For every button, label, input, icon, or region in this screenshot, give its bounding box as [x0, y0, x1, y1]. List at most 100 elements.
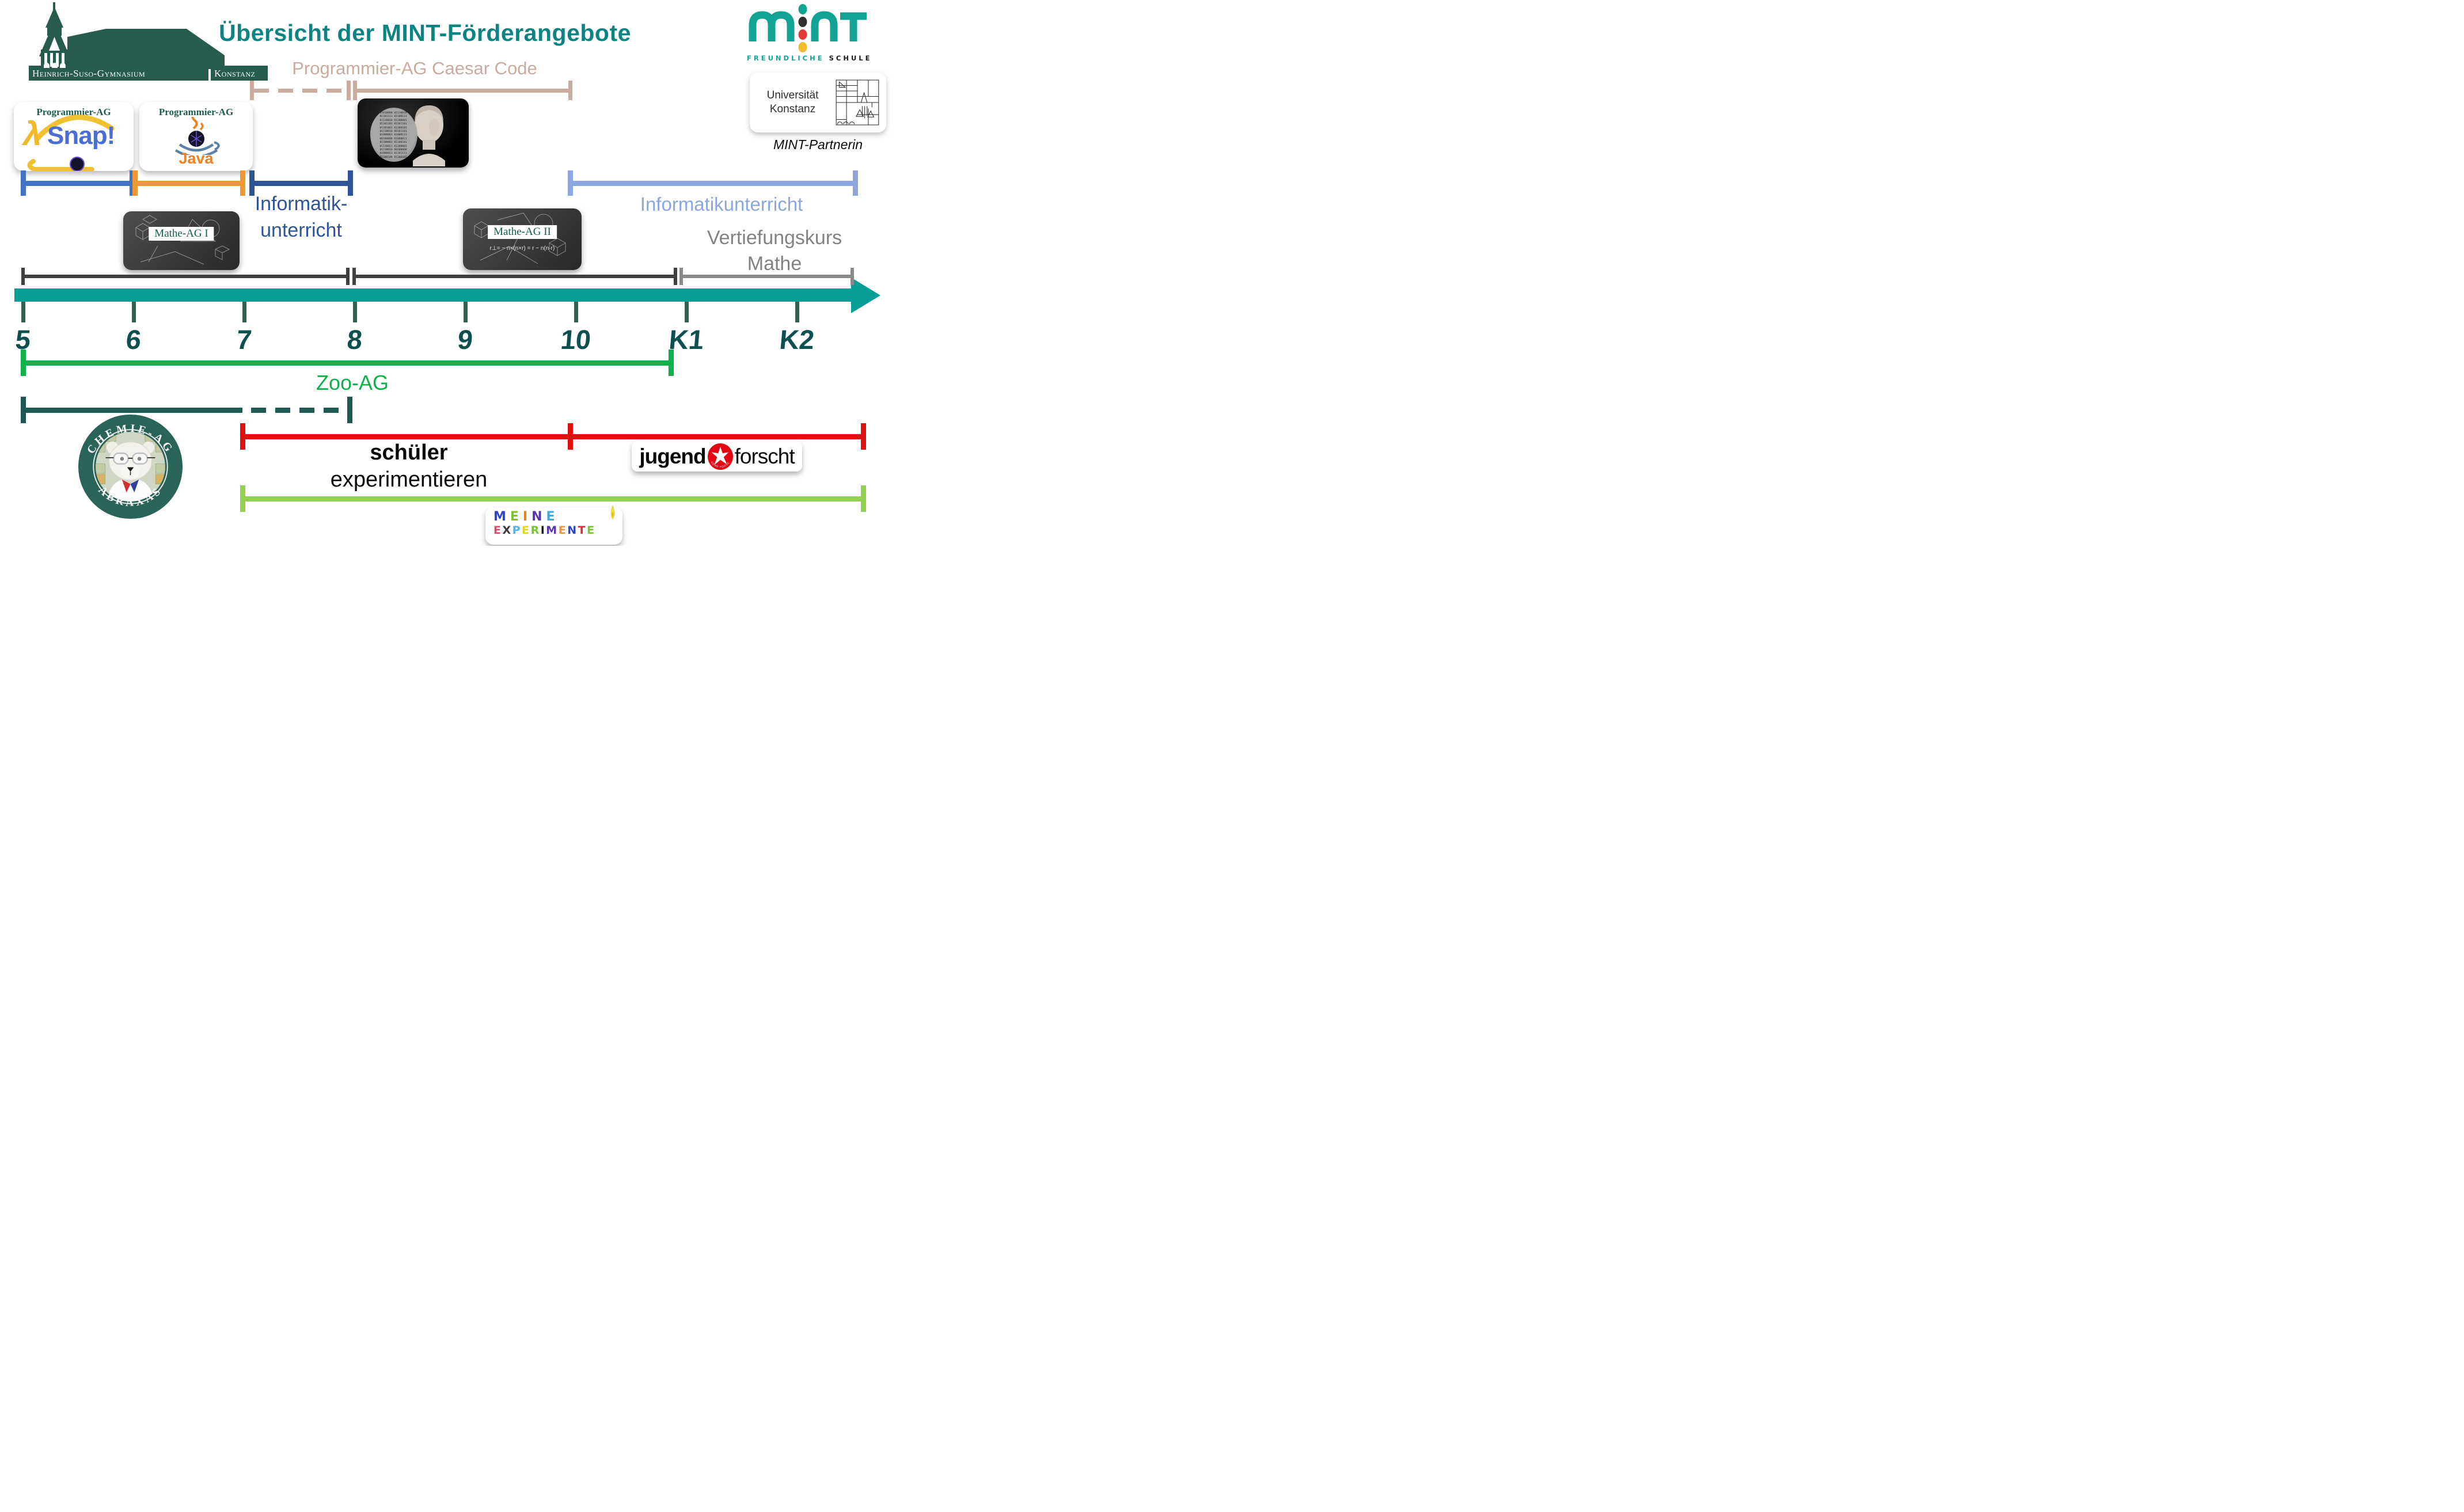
schueler-label-line2: experimentieren: [330, 468, 488, 492]
cap-mathe-ag-span: [673, 268, 677, 285]
uni-konstanz-name: Universität Konstanz: [750, 89, 836, 116]
snap-logo-text: Snap!: [47, 121, 115, 150]
caesar-code-label: Programmier-AG Caesar Code: [292, 58, 537, 78]
cap-caesar-code-span: [568, 81, 572, 100]
candle-flame-icon: [610, 505, 615, 519]
jugend-forscht-star-icon: JUGEND FORSCHT: [707, 443, 733, 470]
school-logo: Heinrich-Suso-Gymnasium Konstanz: [13, 1, 269, 81]
span-caesar-code-span: [356, 88, 571, 93]
cap-zoo-ag-span: [668, 349, 674, 376]
java-card-title: Programmier-AG: [158, 107, 234, 117]
mint-schule-logo: FREUNDLICHE SCHULE: [747, 3, 870, 68]
grade-tick-K1: [684, 302, 689, 322]
chemie-ag-abraxas-logo: CHEMIE-AG ABRAXAS: [77, 413, 184, 520]
cap-schueler-experimentieren-span: [240, 423, 245, 450]
informatik-label-line1: Informatik-: [255, 193, 348, 215]
cap-caesar-code-span: [352, 81, 357, 100]
span-vertiefungskurs-mathe-span: [681, 275, 852, 278]
cap-schueler-experimentieren-span: [567, 423, 573, 450]
grade-label-8: 8: [346, 324, 364, 355]
grade-tick-9: [463, 302, 468, 322]
uni-name-line2: Konstanz: [769, 103, 816, 115]
span-caesar-code-span: [254, 88, 345, 93]
schueler-experimentieren-label: schüler experimentieren: [294, 439, 524, 493]
mathe-ag-2-image: Mathe-AG II r⊥= − n×(n×r) = r − n(n·r): [463, 208, 582, 270]
mathe-ag-1-label: Mathe-AG I: [149, 226, 214, 241]
mint-wordmark-icon: [749, 4, 867, 52]
page-title: Übersicht der MINT-Förderangebote: [219, 20, 631, 46]
cap-snap-span: [20, 170, 26, 196]
grade-tick-K2: [795, 302, 799, 322]
grade-label-6: 6: [124, 324, 143, 355]
snap-card-title: Programmier-AG: [36, 107, 111, 117]
span-schueler-experimentieren-span: [242, 434, 864, 439]
zoo-ag-label: Zoo-AG: [316, 371, 389, 394]
mint-partnerin-label: MINT-Partnerin: [773, 137, 863, 152]
cap-informatikunterricht-oberstufe-span: [567, 170, 573, 196]
grade-label-10: 10: [559, 324, 593, 355]
mathe-ag-2-label: Mathe-AG II: [488, 225, 557, 239]
mathe-ag-1-image: Mathe-AG I: [123, 211, 240, 270]
span-informatikunterricht-oberstufe-span: [570, 180, 856, 186]
mathe-ag-2-formula: r⊥= − n×(n×r) = r − n(n·r): [489, 245, 555, 252]
cap-java-span: [240, 170, 245, 196]
grade-tick-10: [574, 302, 578, 322]
cap-vertiefungskurs-mathe-span: [679, 268, 684, 285]
cap-zoo-ag-span: [20, 349, 26, 376]
vertiefung-label-line1: Vertiefungskurs: [707, 227, 842, 249]
span-chemie-ag-span: [23, 407, 243, 413]
span-zoo-ag-span: [23, 360, 671, 366]
grade-label-K2: K2: [778, 324, 816, 355]
meine-experimente-line1: MEINE: [493, 510, 559, 524]
span-java-span: [135, 180, 243, 186]
school-city: Konstanz: [214, 68, 255, 79]
snap-swoosh-icon: [27, 115, 115, 171]
mint-overview-poster: Heinrich-Suso-Gymnasium Konstanz Übersic…: [0, 0, 890, 546]
span-mathe-ag-span: [355, 275, 675, 278]
timeline-axis: [14, 288, 852, 302]
school-name: Heinrich-Suso-Gymnasium: [32, 68, 145, 79]
cap-mathe-ag-span: [21, 268, 25, 285]
jugend-forscht-logo: jugend JUGEND FORSCHT forscht: [632, 441, 802, 472]
cap-chemie-ag-span: [347, 397, 352, 423]
chalkboard-doodles-icon: [135, 215, 230, 265]
jugend-forscht-text2: forscht: [734, 444, 795, 468]
cap-caesar-code-span: [249, 81, 254, 100]
cap-informatikunterricht-mittelstufe-span: [249, 170, 255, 196]
vertiefungskurs-mathe-label: Vertiefungskurs Mathe: [694, 225, 855, 277]
meine-experimente-line2: EXPERIMENTE: [493, 524, 596, 537]
mint-caption-part1: FREUNDLICHE: [747, 54, 825, 62]
cap-snap-span: [129, 170, 135, 196]
cap-meine-experimente-span: [240, 485, 245, 512]
cap-caesar-code-span: [346, 81, 351, 100]
schueler-label-line1: schüler: [370, 440, 448, 465]
span-informatikunterricht-mittelstufe-span: [252, 180, 351, 186]
cap-mathe-ag-span: [346, 268, 350, 285]
uni-konstanz-logo: Universität Konstanz: [750, 73, 886, 132]
cap-mathe-ag-span: [352, 268, 356, 285]
grade-label-9: 9: [456, 324, 474, 355]
school-building-icon: Heinrich-Suso-Gymnasium Konstanz: [29, 2, 268, 81]
java-logo-text: Java: [179, 150, 214, 167]
cap-java-span: [132, 170, 138, 196]
programmier-ag-snap-card: Programmier-AG λ Snap!: [14, 102, 134, 171]
chalkboard-doodles-icon: [474, 212, 567, 264]
informatikunterricht-oberstufe-label: Informatikunterricht: [640, 193, 803, 215]
span-chemie-ag-span: [250, 407, 341, 413]
cap-informatikunterricht-mittelstufe-span: [347, 170, 353, 196]
cap-schueler-experimentieren-span: [860, 423, 866, 450]
vertiefung-label-line2: Mathe: [747, 253, 802, 275]
span-meine-experimente-span: [242, 496, 864, 502]
mint-schule-caption: FREUNDLICHE SCHULE: [747, 54, 870, 62]
grade-tick-5: [21, 302, 25, 322]
grade-label-K1: K1: [667, 324, 705, 355]
meine-experimente-logo: MEINE EXPERIMENTE: [485, 505, 622, 545]
uni-konstanz-grid-icon: [836, 79, 879, 126]
cap-chemie-ag-span: [20, 397, 26, 423]
timeline-arrowhead-icon: [851, 278, 880, 313]
grade-tick-7: [242, 302, 246, 322]
grade-label-5: 5: [14, 324, 32, 355]
mint-caption-part2: SCHULE: [829, 54, 872, 62]
snap-lambda-glyph: λ: [23, 115, 42, 153]
